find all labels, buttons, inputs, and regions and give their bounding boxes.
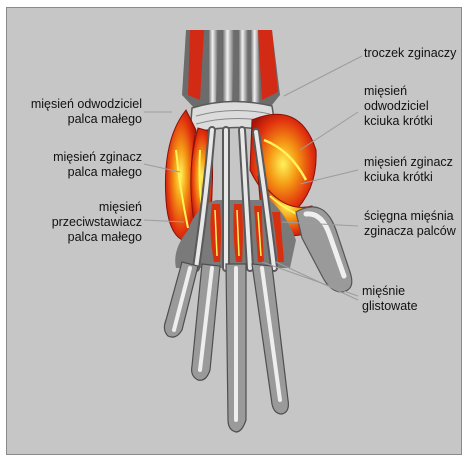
label-abductor-digiti-minimi: mięsień odwodziciel palca małego <box>24 97 142 127</box>
label-flexor-digiti-minimi: mięsień zginacz palca małego <box>24 150 142 180</box>
label-flexor-retinaculum: troczek zginaczy <box>364 46 456 61</box>
thumb <box>296 207 352 292</box>
wrist-region <box>182 30 280 110</box>
finger-ring <box>192 264 220 380</box>
finger-little <box>164 262 198 337</box>
label-opponens-digiti-minimi: mięsień przeciwstawiacz palca małego <box>24 200 142 245</box>
finger-middle <box>226 264 246 432</box>
label-flexor-pollicis-brevis: mięsień zginacz kciuka krótki <box>364 155 453 185</box>
finger-index <box>252 264 288 414</box>
label-flexor-digitorum-tendons: ścięgna mięśnia zginacza palców <box>364 209 456 239</box>
label-abductor-pollicis-brevis: mięsień odwodziciel kciuka krótki <box>364 84 433 129</box>
label-lumbrical-muscles: mięśnie glistowate <box>362 284 418 314</box>
